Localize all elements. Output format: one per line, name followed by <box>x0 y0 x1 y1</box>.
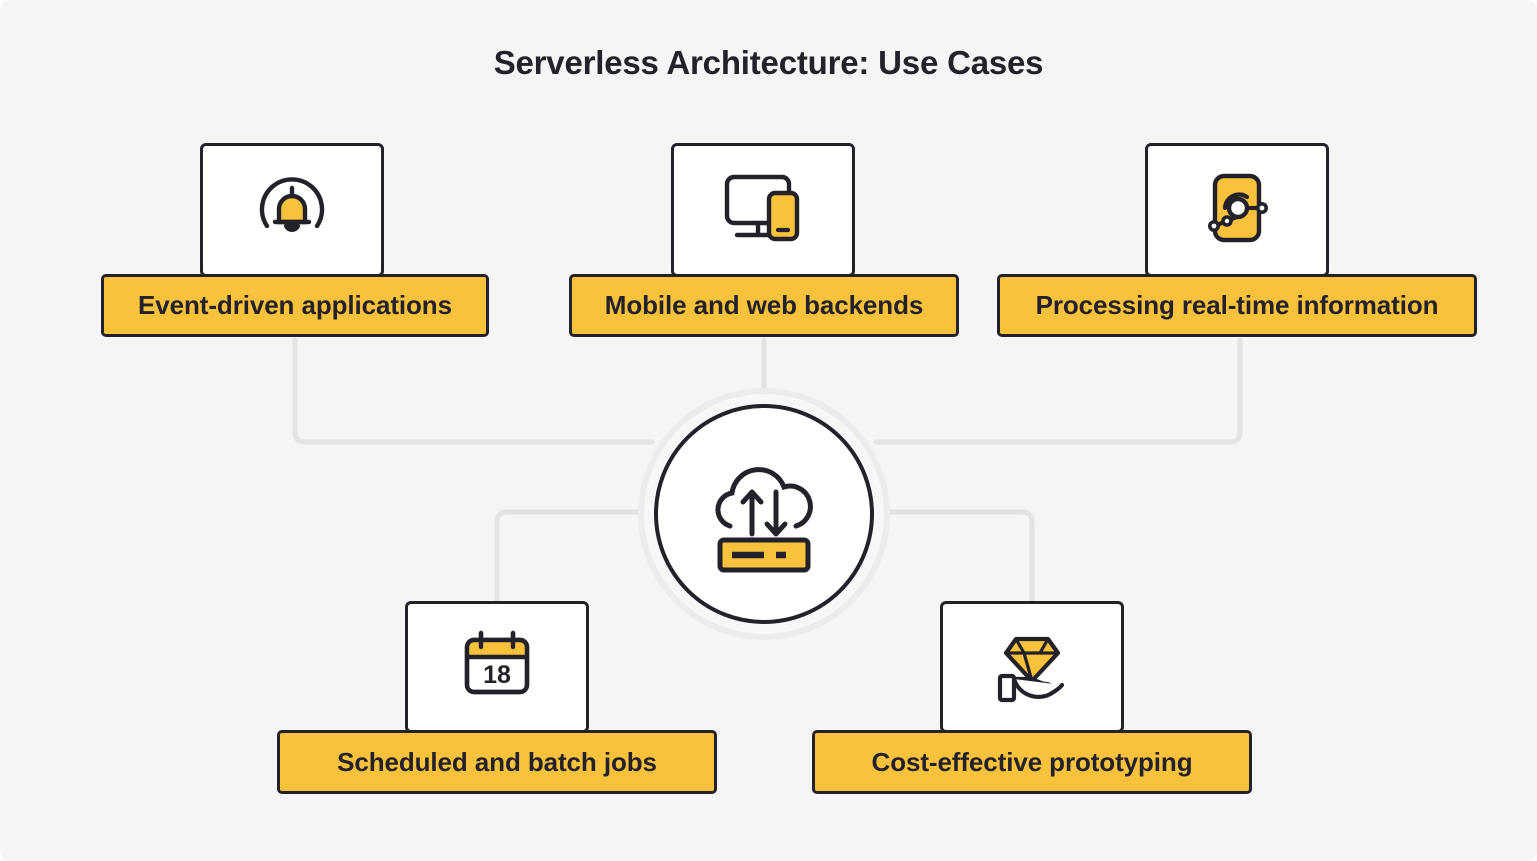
banner-scheduled[interactable]: Scheduled and batch jobs <box>277 730 717 794</box>
connector-realtime <box>873 337 1243 445</box>
monitor-phone-icon <box>724 174 800 242</box>
connector-scheduled <box>494 509 643 607</box>
hand-holding-diamond-icon <box>997 636 1065 703</box>
node-label-event-driven: Event-driven applications <box>138 290 452 320</box>
icon-card-realtime <box>1145 143 1329 277</box>
hub-inner-circle <box>654 404 874 624</box>
connector-event-driven <box>292 337 655 445</box>
node-label-realtime: Processing real-time information <box>1035 290 1439 320</box>
banner-event-driven[interactable]: Event-driven applications <box>101 274 489 337</box>
icon-card-prototyping <box>940 601 1124 733</box>
banner-prototyping[interactable]: Cost-effective prototyping <box>812 730 1252 794</box>
icon-card-scheduled: 18 <box>405 601 589 733</box>
cloud-upload-download-server-icon <box>715 467 813 573</box>
icon-card-event-driven <box>200 143 384 277</box>
connector-prototyping <box>885 509 1035 607</box>
icon-card-mobile-web <box>671 143 855 277</box>
bell-notification-icon <box>259 177 325 233</box>
calendar-icon: 18 <box>464 630 530 695</box>
node-label-scheduled: Scheduled and batch jobs <box>337 746 657 777</box>
center-hub[interactable] <box>638 388 890 640</box>
banner-mobile-web[interactable]: Mobile and web backends <box>569 274 959 337</box>
node-label-mobile-web: Mobile and web backends <box>604 290 924 320</box>
calendar-day-number: 18 <box>483 661 511 689</box>
realtime-data-network-icon <box>1207 173 1269 243</box>
node-label-prototyping: Cost-effective prototyping <box>871 746 1193 777</box>
page-title: Serverless Architecture: Use Cases <box>493 44 1044 81</box>
banner-realtime[interactable]: Processing real-time information <box>997 274 1477 337</box>
